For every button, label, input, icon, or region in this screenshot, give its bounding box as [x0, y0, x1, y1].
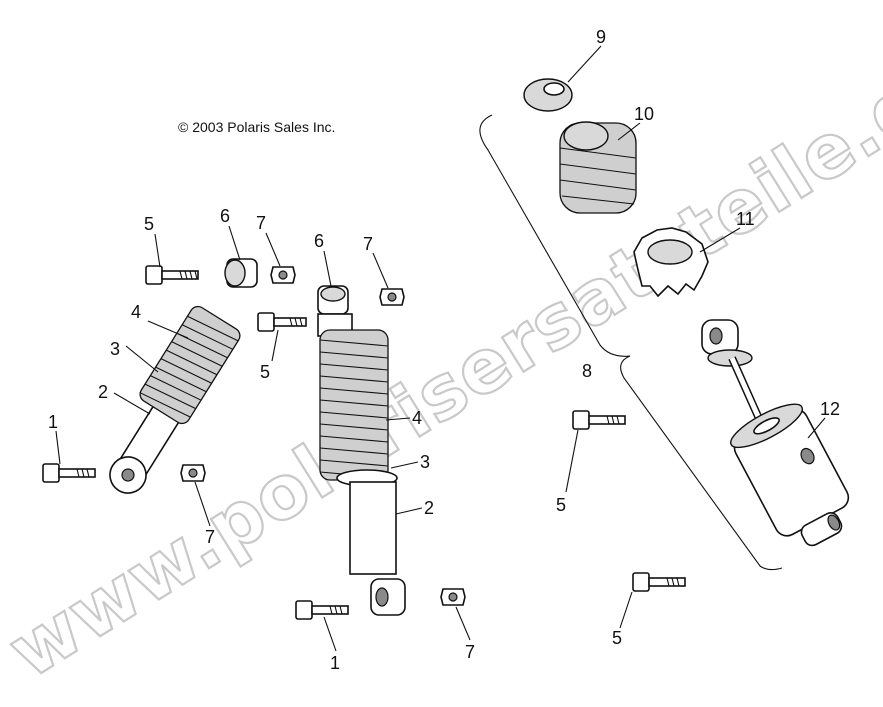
callout-9: 9 [596, 27, 606, 47]
callout-7: 7 [465, 642, 475, 662]
callout-1: 1 [330, 653, 340, 673]
callout-1: 1 [48, 412, 58, 432]
center-shock [257, 285, 466, 620]
callout-7: 7 [256, 213, 266, 233]
copyright-text: © 2003 Polaris Sales Inc. [178, 119, 335, 135]
callout-6: 6 [220, 206, 230, 226]
left-shock [42, 258, 296, 494]
callout-3: 3 [110, 339, 120, 359]
callout-5: 5 [556, 495, 566, 515]
callout-7: 7 [363, 234, 373, 254]
callout-2: 2 [424, 498, 434, 518]
callout-4: 4 [131, 302, 141, 322]
callout-12: 12 [820, 399, 840, 419]
callout-4: 4 [412, 408, 422, 428]
callout-10: 10 [634, 104, 654, 124]
callout-5: 5 [612, 628, 622, 648]
callout-6: 6 [314, 231, 324, 251]
callout-7: 7 [205, 527, 215, 547]
leader-lines [55, 45, 826, 652]
callout-5: 5 [144, 214, 154, 234]
right-assembly [479, 78, 850, 592]
callout-2: 2 [98, 382, 108, 402]
callout-8: 8 [582, 361, 592, 381]
callout-11: 11 [736, 209, 755, 229]
callouts: 5 6 7 4 3 2 1 7 6 7 5 4 3 2 1 7 9 10 11 … [48, 27, 840, 673]
callout-3: 3 [420, 452, 430, 472]
callout-5: 5 [260, 362, 270, 382]
